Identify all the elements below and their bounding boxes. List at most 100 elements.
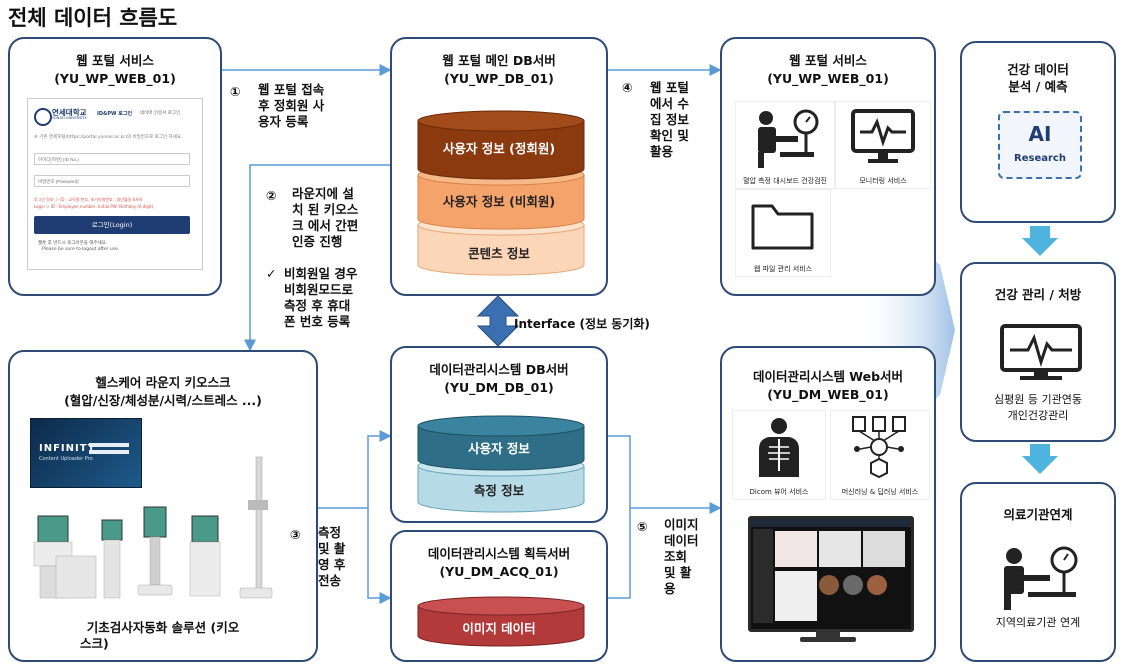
university-name: 연세대학교 [52,108,87,117]
viewer-image-table [863,531,905,567]
ai-chip-icon: AI Research [998,111,1082,179]
interface-arrow [476,295,520,347]
kiosk-devices-icon [33,456,273,599]
id-input[interactable] [34,153,190,165]
step5-line: 용 [664,581,676,596]
page-title: 전체 데이터 흐름도 [8,6,178,30]
health-management-title: 건강 관리 / 처방 [994,287,1082,302]
card-file-management[interactable]: 웹 파일 관리 서비스 [735,189,831,277]
dm-acq-title: 데이터관리시스템 획득서버 [427,546,571,561]
health-analysis-title-line: 건강 데이터 [1007,62,1069,77]
dm-acq-code: (YU_DM_ACQ_01) [439,564,559,579]
viewer-image-ct3 [867,575,887,595]
university-logo-icon [34,108,52,126]
health-analysis-title-line: 분석 / 예측 [1008,79,1068,94]
step5-line: 및 활 [664,565,692,580]
nonmember-line: 비회원일 경우 [284,266,358,281]
login-hint-ko: 로그인 정보 ＞ ID : 교직원 번호, 초기비밀번호 : 생년월일 6자리 [34,197,143,202]
ai-chip-bottom: Research [1014,153,1066,164]
step1-line: 웹 포털 접속 [258,82,325,97]
interface-label: Interface (정보 동기화) [514,317,650,331]
layer-measure-info: 측정 정보 [473,483,525,498]
step4-line: 활용 [650,144,674,159]
health-management-desc-line: 심평원 등 기관연동 [994,393,1082,406]
step5-text: 이미지 데이터 조회 및 활 용 [664,517,699,597]
card-dicom-viewer[interactable]: Dicom 뷰어 서비스 [732,410,826,500]
dm-db-code: (YU_DM_DB_01) [444,380,554,395]
step1-number: ① [230,84,241,99]
main-db-box: 웹 포털 메인 DB서버 (YU_WP_DB_01) 사용자 정보 (정회원) … [390,37,608,296]
viewer-image-ct2 [843,575,863,595]
kiosk-caption-line: 기초검사자동화 솔루션 (키오 [86,620,240,635]
card-bp-dashboard[interactable]: 혈압 측정 대시보드 건강검진 [735,101,835,189]
medical-link-desc: 지역의료기관 연계 [995,616,1081,629]
step3-text: 측정 및 촬 영 후 전송 [318,525,345,589]
viewer-image-scan [819,531,861,567]
tab-naver-login[interactable]: 네이버 인증서 로그인 [140,111,181,116]
main-db-code: (YU_WP_DB_01) [444,71,554,86]
monitor-stand [816,629,840,637]
health-monitor-icon [1000,324,1082,380]
step2-number: ② [266,188,277,203]
step2-line: 인증 진행 [292,234,343,249]
nonmember-line: 측정 후 휴대 [284,298,351,313]
step3-line: 영 후 [318,557,346,572]
down-arrow-1 [1022,226,1058,256]
medical-link-box: 의료기관연계 지역의료기관 연계 [960,482,1116,662]
step4-line: 에서 수 [650,96,689,111]
card-file-caption: 웹 파일 관리 서비스 [753,265,813,273]
dm-db-title: 데이터관리시스템 DB서버 [429,362,569,377]
ai-chip-top: AI [1028,122,1052,146]
layer-image-data: 이미지 데이터 [462,621,536,636]
health-management-desc: 심평원 등 기관연동 개인건강관리 [962,392,1114,424]
step3-line: 및 촬 [318,541,346,556]
web-portal-right-title: 웹 포털 서비스 [789,53,867,68]
dm-db-box: 데이터관리시스템 DB서버 (YU_DM_DB_01) 사용자 정보 측정 정보 [390,346,608,523]
step5-line: 이미지 [664,517,699,532]
monitor-pulse-icon [851,109,915,163]
step2-line: 치 된 키오스 [292,202,359,217]
web-portal-left-code: (YU_WP_WEB_01) [54,71,176,86]
arrow-step3b [367,508,392,604]
tab-idpw-login[interactable]: ID&PW 로그인 [97,111,133,117]
step5-number: ⑤ [637,519,648,534]
kiosk-caption: 기초검사자동화 솔루션 (키오 스크) [30,620,296,652]
card-dicom-caption: Dicom 뷰어 서비스 [749,488,809,496]
step2-text: 라운지에 설 치 된 키오스 크 에서 간편 인증 진행 [292,186,358,250]
web-portal-left-box: 웹 포털 서비스 (YU_WP_WEB_01) 연세대학교 YONSEI UNI… [8,37,222,296]
university-sub: YONSEI UNIVERSITY [52,116,87,120]
card-ml-dl[interactable]: 머신러닝 & 딥러닝 서비스 [830,410,930,500]
nonmember-line: 폰 번호 등록 [284,314,351,329]
dicom-viewer-monitor [748,516,914,632]
step5-line: 데이터 [664,533,699,548]
dm-acq-box: 데이터관리시스템 획득서버 (YU_DM_ACQ_01) 이미지 데이터 [390,530,608,662]
health-analysis-box: 건강 데이터 분석 / 예측 AI Research [960,41,1116,223]
card-ml-caption: 머신러닝 & 딥러닝 서비스 [841,488,919,496]
arrow-step5a [608,435,631,508]
kiosk-app-screen: INFINITT Content Uploader Pro [30,418,142,488]
health-management-box: 건강 관리 / 처방 심평원 등 기관연동 개인건강관리 [960,262,1116,442]
kiosk-screen-input [89,450,129,454]
step3-line: 측정 [318,525,342,540]
main-db-title: 웹 포털 메인 DB서버 [442,53,556,68]
card-monitoring[interactable]: 모니터링 서비스 [835,101,931,189]
step3-line: 전송 [318,573,342,588]
web-portal-right-box: 웹 포털 서비스 (YU_WP_WEB_01) 혈압 측정 대시보드 건강검진 … [720,37,936,296]
nonmember-line: 비회원모드로 [284,282,354,297]
web-portal-right-code: (YU_WP_WEB_01) [767,71,889,86]
folder-icon [751,204,814,250]
kiosk-screen-sub: Content Uploader Pro [39,456,93,462]
password-input[interactable] [34,175,190,187]
card-bp-caption: 혈압 측정 대시보드 건강검진 [743,177,827,185]
web-portal-left-title: 웹 포털 서비스 [76,53,154,68]
health-analysis-title: 건강 데이터 분석 / 예측 [962,61,1114,95]
step2-line: 크 에서 간편 [292,218,359,233]
main-db-cylinder-icon [417,110,585,276]
step4-line: 웹 포털 [650,80,689,95]
dm-web-box: 데이터관리시스템 Web서버 (YU_DM_WEB_01) Dicom 뷰어 서… [720,346,936,662]
arrow-step3 [318,430,392,509]
step1-line: 후 정회원 사 [258,98,325,113]
kiosk-box: 헬스케어 라운지 키오스크 (혈압/신장/체성분/시력/스트레스 ...) IN… [8,350,318,662]
login-button[interactable]: 로그인(Login) [34,216,190,234]
step1-text: 웹 포털 접속 후 정회원 사 용자 등록 [258,82,324,130]
